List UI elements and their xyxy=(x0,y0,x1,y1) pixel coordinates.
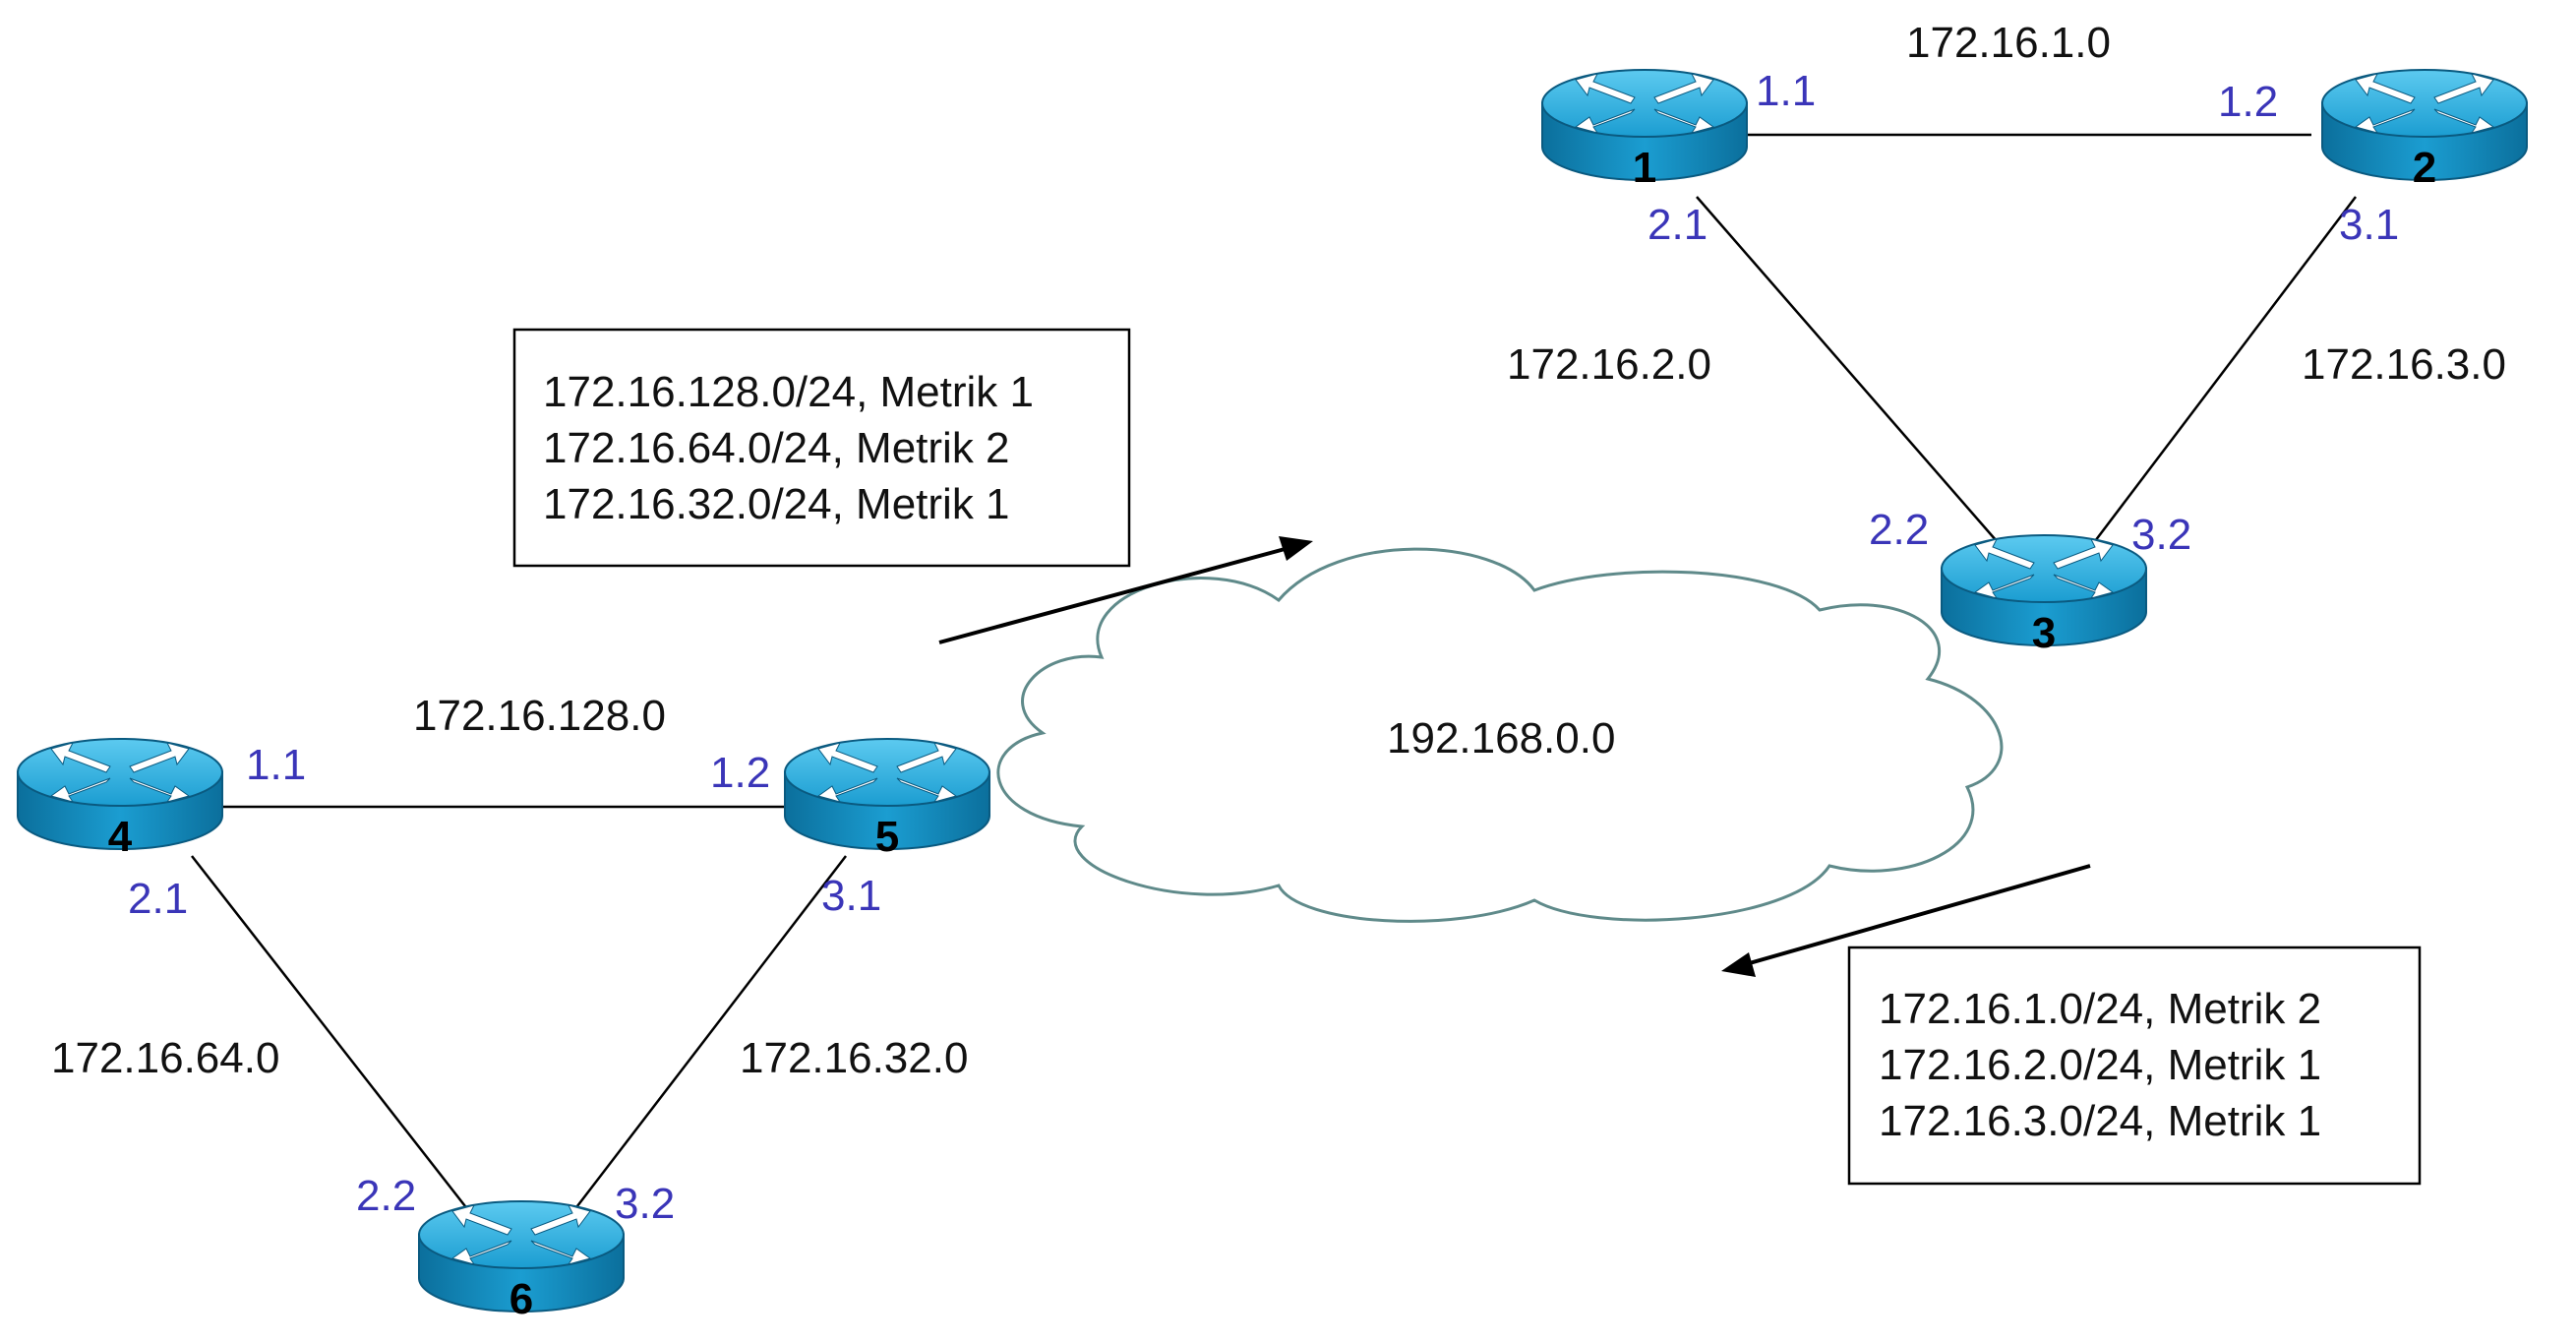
link-r5-r6 xyxy=(569,855,847,1216)
if-label-r4-1: 1.1 xyxy=(246,741,306,789)
network-label-cloud: 192.168.0.0 xyxy=(1387,714,1615,763)
if-label-r1-1: 1.1 xyxy=(1756,67,1816,115)
router-2-label: 2 xyxy=(2413,144,2436,192)
arrow-update-right xyxy=(1721,864,2091,977)
link-r1-r3 xyxy=(1696,196,1998,542)
link-r2-r3 xyxy=(2094,196,2357,542)
if-label-r3-3: 3.2 xyxy=(2131,511,2191,559)
router-1-label: 1 xyxy=(1633,144,1656,192)
if-label-r5-3: 3.1 xyxy=(821,872,881,920)
router-6-label: 6 xyxy=(509,1275,533,1323)
router-6[interactable]: 6 xyxy=(418,1200,625,1323)
if-label-r1-2: 2.1 xyxy=(1647,201,1707,249)
if-label-r6-3: 3.2 xyxy=(615,1180,675,1228)
router-2[interactable]: 2 xyxy=(2321,69,2528,192)
if-label-r2-3: 3.1 xyxy=(2339,201,2399,249)
link-r4-r6 xyxy=(191,855,473,1216)
if-label-r4-2: 2.1 xyxy=(128,875,188,923)
router-4-label: 4 xyxy=(108,813,133,861)
router-5[interactable]: 5 xyxy=(784,738,990,861)
network-label-172-16-64-0: 172.16.64.0 xyxy=(51,1034,279,1082)
network-label-172-16-128-0: 172.16.128.0 xyxy=(413,692,666,740)
router-4[interactable]: 4 xyxy=(17,738,223,861)
if-label-r2-1: 1.2 xyxy=(2218,78,2278,126)
router-3[interactable]: 3 xyxy=(1941,534,2147,657)
route-entry: 172.16.3.0/24, Metrik 1 xyxy=(1879,1097,2321,1145)
arrow-update-left xyxy=(938,536,1313,644)
route-update-box-right: 172.16.1.0/24, Metrik 2 172.16.2.0/24, M… xyxy=(1847,946,2422,1186)
network-label-172-16-1-0: 172.16.1.0 xyxy=(1906,19,2111,67)
route-entry: 172.16.1.0/24, Metrik 2 xyxy=(1879,985,2321,1033)
router-1[interactable]: 1 xyxy=(1541,69,1748,192)
route-entry: 172.16.2.0/24, Metrik 1 xyxy=(1879,1041,2321,1089)
if-label-r3-2: 2.2 xyxy=(1869,506,1929,554)
cloud-192-168 xyxy=(996,547,2004,923)
route-entry: 172.16.64.0/24, Metrik 2 xyxy=(543,424,1010,472)
if-label-r6-2: 2.2 xyxy=(356,1172,416,1220)
route-update-box-left: 172.16.128.0/24, Metrik 1 172.16.64.0/24… xyxy=(512,328,1131,568)
network-label-172-16-2-0: 172.16.2.0 xyxy=(1507,340,1711,389)
router-5-label: 5 xyxy=(875,813,899,861)
route-entry: 172.16.128.0/24, Metrik 1 xyxy=(543,368,1034,416)
route-entry: 172.16.32.0/24, Metrik 1 xyxy=(543,480,1010,528)
network-label-172-16-32-0: 172.16.32.0 xyxy=(740,1034,968,1082)
if-label-r5-1: 1.2 xyxy=(710,749,770,797)
network-label-172-16-3-0: 172.16.3.0 xyxy=(2302,340,2506,389)
router-3-label: 3 xyxy=(2032,609,2056,657)
